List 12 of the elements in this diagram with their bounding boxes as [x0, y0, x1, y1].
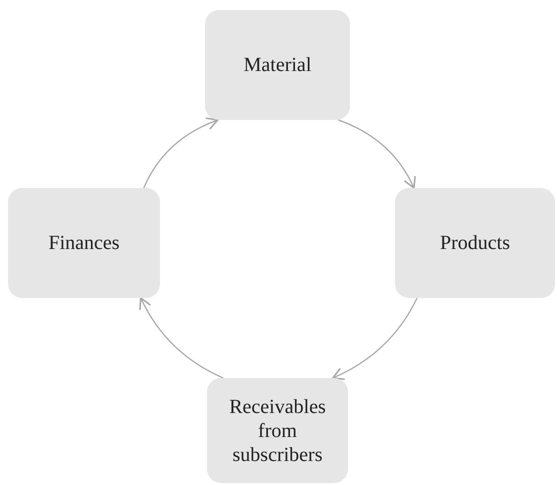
box-label: Material: [244, 53, 312, 77]
curved-arrow: [143, 118, 218, 188]
curved-arrow: [338, 119, 416, 189]
box-label: Receivables from subscribers: [228, 394, 327, 466]
rounded-box: [205, 10, 350, 120]
box-label: Finances: [48, 231, 120, 255]
box-label: Products: [440, 231, 510, 255]
rounded-box: [395, 188, 555, 298]
curved-arrow: [139, 297, 224, 379]
curved-arrow: [332, 298, 418, 380]
rounded-box: [8, 188, 160, 298]
rounded-box: [207, 378, 348, 483]
